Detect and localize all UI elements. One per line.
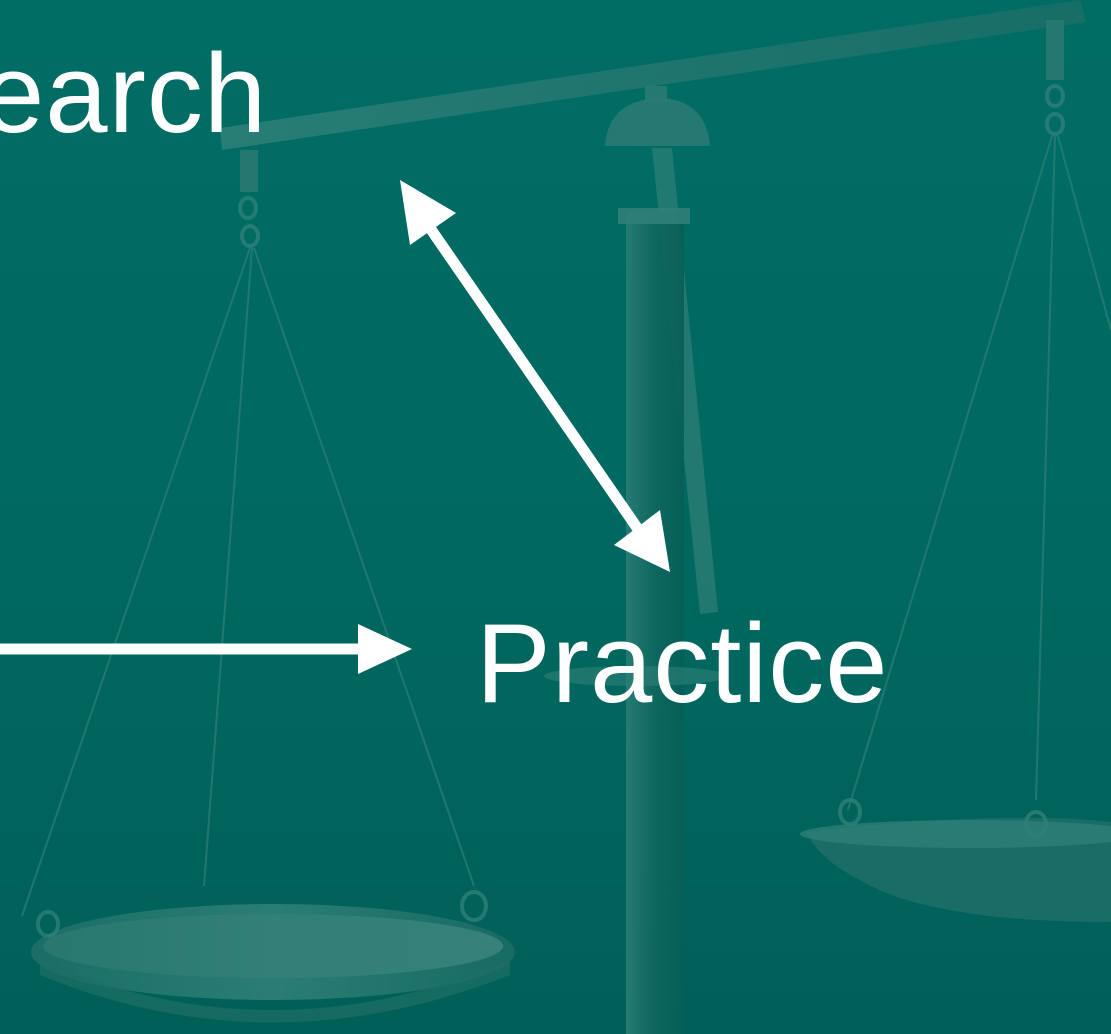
research-practice-arrow bbox=[400, 180, 670, 572]
scale-post bbox=[626, 212, 684, 1034]
to-practice-arrow bbox=[0, 624, 412, 674]
scale-beam bbox=[220, 0, 1086, 150]
scale-pivot bbox=[605, 98, 710, 146]
research-label: search bbox=[0, 31, 268, 156]
practice-label: Practice bbox=[476, 601, 889, 726]
